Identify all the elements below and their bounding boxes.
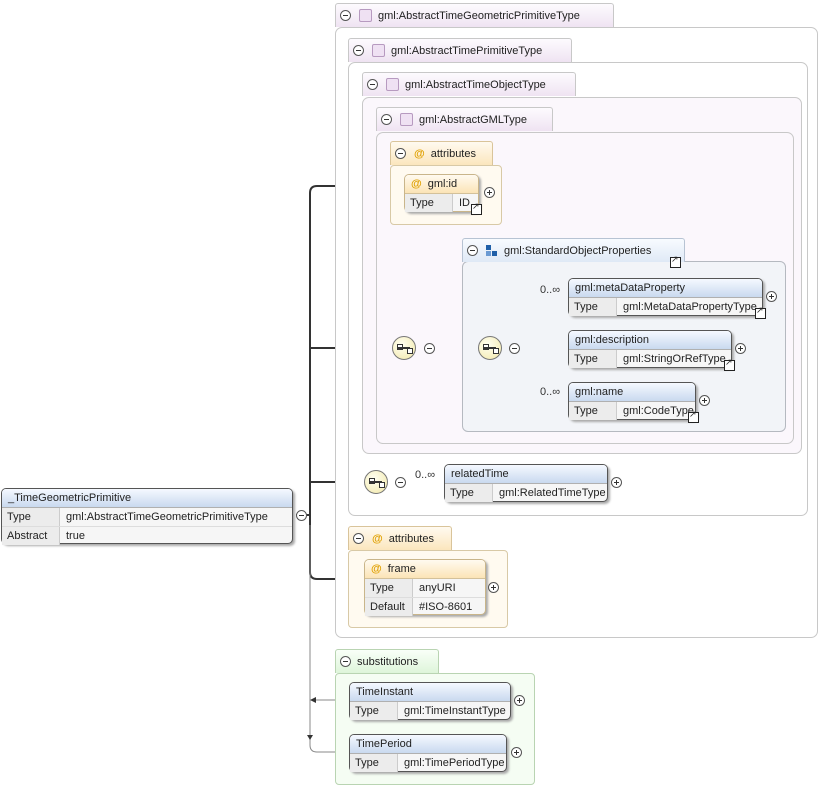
- default-key: Default: [365, 598, 413, 616]
- collapse-icon[interactable]: [353, 533, 364, 544]
- type-value: gml:MetaDataPropertyType: [623, 301, 757, 313]
- type-value: gml:StringOrRefType: [623, 353, 726, 365]
- type-key: Type: [350, 754, 398, 772]
- type-key: Type: [569, 298, 617, 316]
- type-link-icon[interactable]: [688, 410, 699, 423]
- type-value: gml:AbstractTimeGeometricPrimitiveType: [66, 511, 268, 523]
- attribute-icon: @: [371, 563, 382, 575]
- complex-type-icon: [400, 113, 413, 126]
- abstract-key: Abstract: [2, 527, 60, 545]
- type-value: gml:CodeType: [623, 405, 694, 417]
- expand-icon[interactable]: [514, 695, 525, 706]
- attribute-icon: @: [372, 532, 383, 545]
- collapse-icon[interactable]: [340, 10, 351, 21]
- complex-type-icon: [359, 9, 372, 22]
- cardinality-label: 0..∞: [540, 386, 561, 398]
- collapse-icon[interactable]: [395, 477, 406, 488]
- substitutions-tab[interactable]: substitutions: [335, 649, 439, 673]
- type-value: gml:RelatedTimeType: [499, 487, 606, 499]
- type-key: Type: [365, 579, 413, 597]
- type-value: gml:TimePeriodType: [404, 757, 505, 769]
- expand-icon[interactable]: [735, 343, 746, 354]
- collapse-icon[interactable]: [509, 343, 520, 354]
- group-label: gml:StandardObjectProperties: [504, 244, 652, 257]
- type-value: anyURI: [419, 582, 456, 594]
- sequence-compositor-icon[interactable]: [364, 470, 388, 494]
- collapse-icon[interactable]: [395, 148, 406, 159]
- type-key: Type: [350, 702, 398, 720]
- type-link-icon[interactable]: [724, 358, 735, 371]
- type-tab-3[interactable]: gml:AbstractTimeObjectType: [362, 72, 576, 96]
- type-label-3: gml:AbstractTimeObjectType: [405, 78, 546, 91]
- group-tab-standardobjectproperties[interactable]: gml:StandardObjectProperties: [462, 238, 685, 262]
- group-icon: [486, 244, 498, 257]
- element-relatedtime[interactable]: relatedTime Type gml:RelatedTimeType: [444, 464, 608, 502]
- expand-icon[interactable]: [699, 395, 710, 406]
- collapse-icon[interactable]: [467, 245, 478, 256]
- attribute-name: frame: [387, 563, 416, 575]
- expand-icon[interactable]: [611, 477, 622, 488]
- type-tab-1[interactable]: gml:AbstractTimeGeometricPrimitiveType: [335, 3, 614, 27]
- expand-icon[interactable]: [766, 291, 777, 302]
- complex-type-icon: [386, 78, 399, 91]
- element-name: gml:name: [569, 383, 695, 402]
- expand-icon[interactable]: [511, 747, 522, 758]
- type-tab-2[interactable]: gml:AbstractTimePrimitiveType: [348, 38, 572, 62]
- attributes-label: attributes: [388, 532, 434, 545]
- type-value: gml:TimeInstantType: [404, 705, 506, 717]
- type-key: Type: [405, 194, 453, 212]
- substitutions-label: substitutions: [357, 655, 419, 668]
- abstract-value: true: [66, 530, 85, 542]
- expand-icon[interactable]: [488, 582, 499, 593]
- collapse-icon[interactable]: [353, 45, 364, 56]
- element-timeinstant[interactable]: TimeInstant Type gml:TimeInstantType: [349, 682, 511, 720]
- attribute-icon: @: [411, 178, 422, 190]
- cardinality-label: 0..∞: [415, 469, 436, 481]
- group-link-icon[interactable]: [670, 255, 681, 268]
- type-key: Type: [569, 402, 617, 420]
- expand-icon[interactable]: [484, 187, 495, 198]
- collapse-icon[interactable]: [296, 510, 307, 521]
- element-name: TimePeriod: [350, 735, 506, 754]
- type-label-2: gml:AbstractTimePrimitiveType: [391, 44, 543, 57]
- sequence-compositor-icon[interactable]: [392, 336, 416, 360]
- root-element-timegeometricprimitive[interactable]: _TimeGeometricPrimitive Type gml:Abstract…: [1, 488, 293, 545]
- collapse-icon[interactable]: [367, 79, 378, 90]
- attributes-label: attributes: [430, 147, 476, 160]
- element-name: gml:metaDataProperty: [569, 279, 762, 298]
- connector-substitutions: [309, 525, 348, 753]
- type-tab-4[interactable]: gml:AbstractGMLType: [376, 107, 553, 131]
- default-value: #ISO-8601: [419, 601, 473, 613]
- element-gml-name[interactable]: gml:name Type gml:CodeType: [568, 382, 699, 423]
- element-name: gml:description: [569, 331, 731, 350]
- element-name: TimeInstant: [350, 683, 510, 702]
- element-gml-description[interactable]: gml:description Type gml:StringOrRefType: [568, 330, 735, 371]
- attributes-tab-frame[interactable]: @ attributes: [348, 526, 452, 550]
- collapse-icon[interactable]: [424, 343, 435, 354]
- type-key: Type: [569, 350, 617, 368]
- attribute-name: gml:id: [427, 178, 458, 190]
- type-key: Type: [445, 484, 493, 502]
- connector-attributes: [296, 185, 392, 516]
- element-name: relatedTime: [445, 465, 607, 484]
- complex-type-icon: [372, 44, 385, 57]
- type-key: Type: [2, 508, 60, 526]
- attribute-gml-id[interactable]: @ gml:id Type ID: [404, 174, 482, 215]
- attributes-tab-gmlid[interactable]: @ attributes: [390, 141, 493, 165]
- attribute-frame[interactable]: @ frame Type anyURI Default #ISO-8601: [364, 559, 486, 616]
- type-link-icon[interactable]: [471, 202, 482, 215]
- element-gml-metadataproperty[interactable]: gml:metaDataProperty Type gml:MetaDataPro…: [568, 278, 766, 319]
- collapse-icon[interactable]: [381, 114, 392, 125]
- element-name: _TimeGeometricPrimitive: [2, 489, 292, 508]
- sequence-compositor-icon[interactable]: [478, 336, 502, 360]
- attribute-icon: @: [414, 147, 425, 160]
- element-timeperiod[interactable]: TimePeriod Type gml:TimePeriodType: [349, 734, 507, 772]
- collapse-icon[interactable]: [340, 656, 351, 667]
- type-label-4: gml:AbstractGMLType: [419, 113, 527, 126]
- cardinality-label: 0..∞: [540, 284, 561, 296]
- type-value: ID: [459, 197, 470, 209]
- type-link-icon[interactable]: [755, 306, 766, 319]
- type-label-1: gml:AbstractTimeGeometricPrimitiveType: [378, 9, 580, 22]
